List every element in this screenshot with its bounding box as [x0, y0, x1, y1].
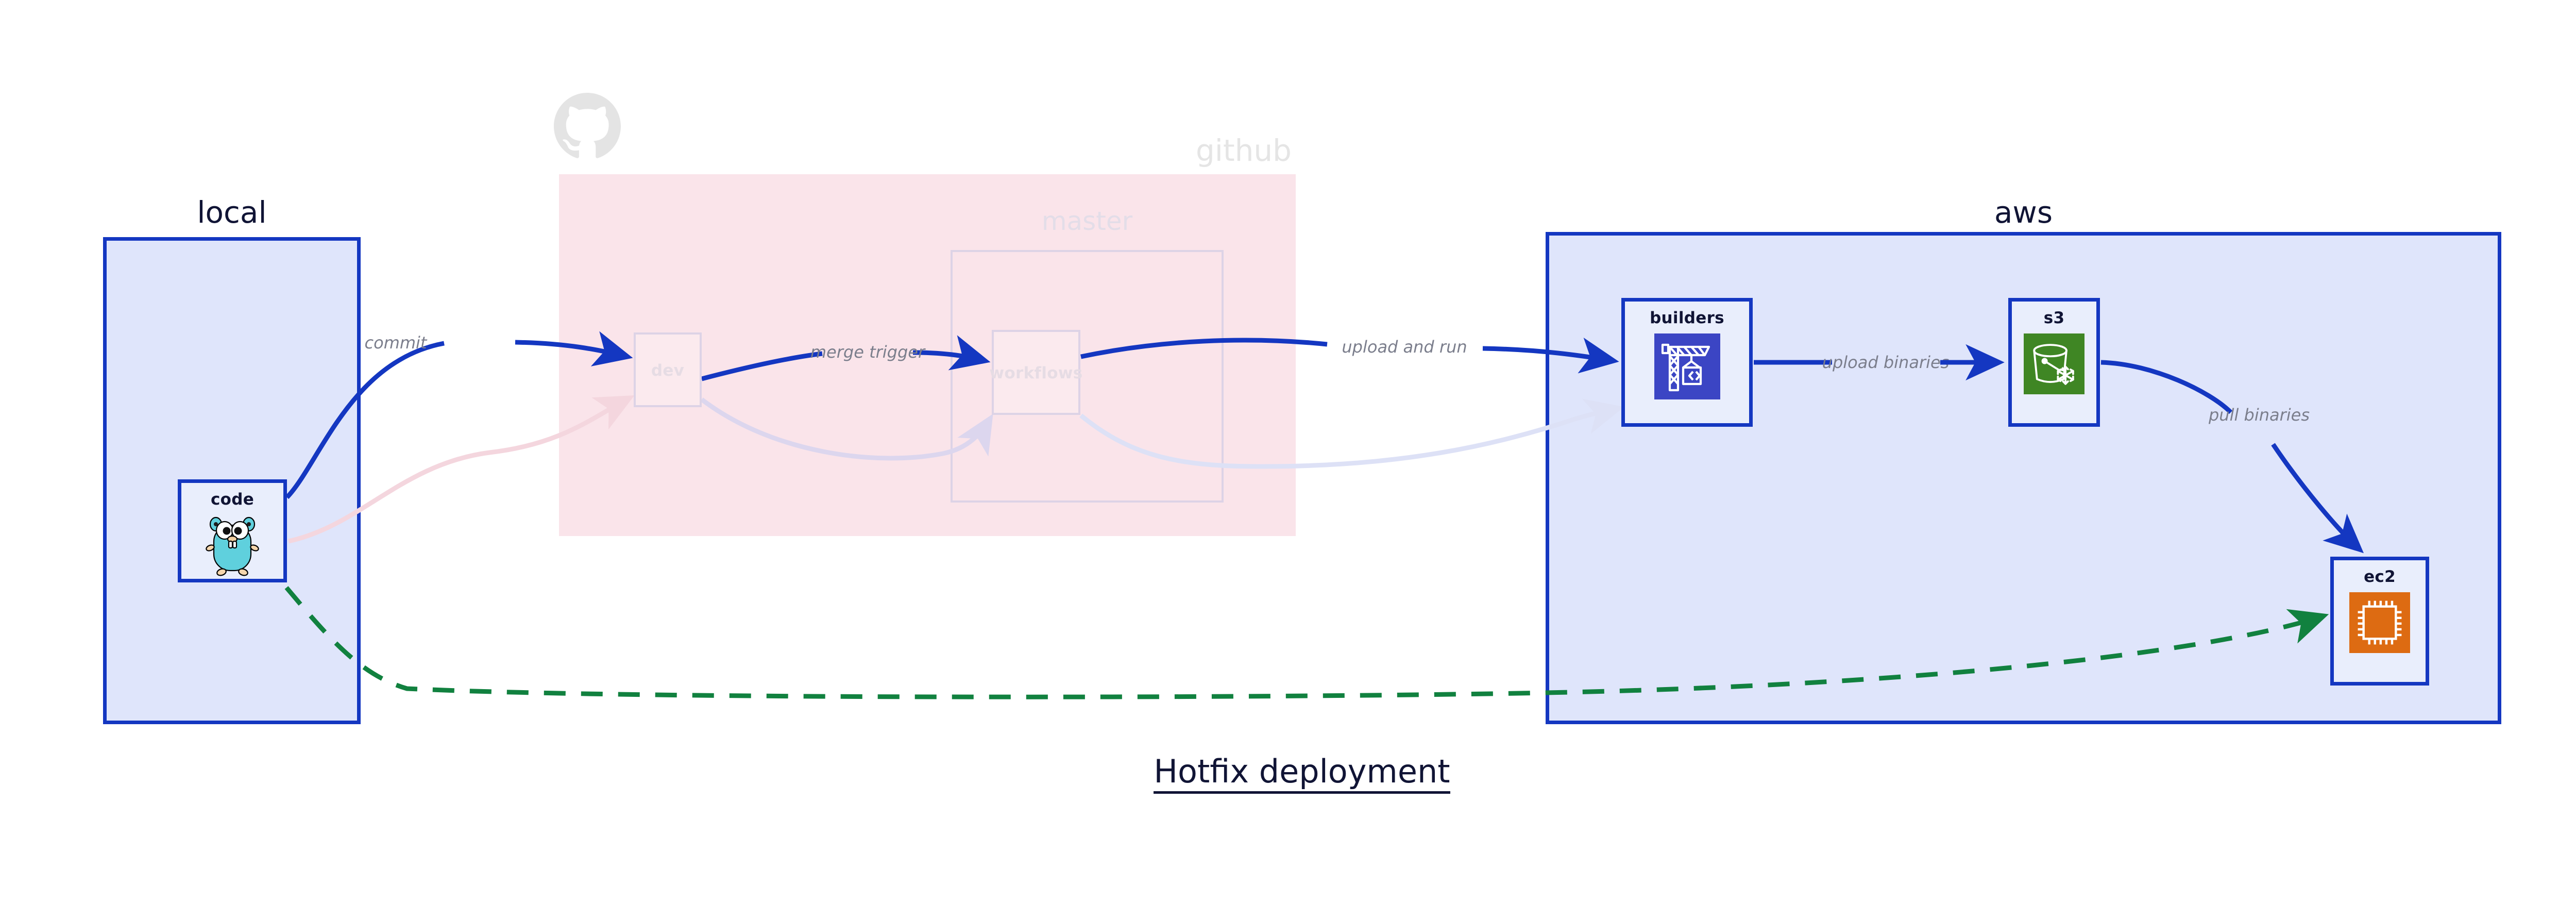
group-label-local: local	[197, 195, 267, 230]
group-label-master: master	[1041, 206, 1133, 236]
node-label-s3: s3	[2043, 309, 2065, 327]
node-label-dev: dev	[651, 361, 685, 380]
aws-ec2-chip-icon	[2349, 592, 2410, 655]
node-builders[interactable]: builders	[1621, 298, 1753, 427]
group-label-github: github	[1195, 133, 1292, 168]
diagram-title-text: Hotfix deployment	[1154, 753, 1450, 794]
github-logo-icon	[554, 93, 621, 158]
node-s3[interactable]: s3	[2008, 298, 2100, 427]
node-ec2[interactable]: ec2	[2330, 557, 2429, 686]
node-label-builders: builders	[1650, 309, 1724, 327]
group-label-aws: aws	[1994, 195, 2053, 230]
node-label-workflows: workflows	[989, 364, 1083, 382]
aws-codebuild-icon	[1654, 333, 1720, 402]
node-label-ec2: ec2	[2364, 567, 2396, 586]
node-label-code: code	[210, 490, 255, 509]
diagram-title: Hotfix deployment	[0, 753, 2576, 794]
group-box-master	[951, 250, 1224, 503]
node-dev[interactable]: dev	[634, 332, 702, 407]
go-gopher-icon	[205, 515, 260, 579]
edge-label-commit: commit	[365, 333, 428, 353]
node-code[interactable]: code	[178, 479, 287, 582]
edge-label-upload-and-run: upload and run	[1342, 337, 1467, 357]
node-workflows[interactable]: workflows	[989, 330, 1083, 415]
aws-s3-glacier-icon	[2024, 333, 2084, 396]
